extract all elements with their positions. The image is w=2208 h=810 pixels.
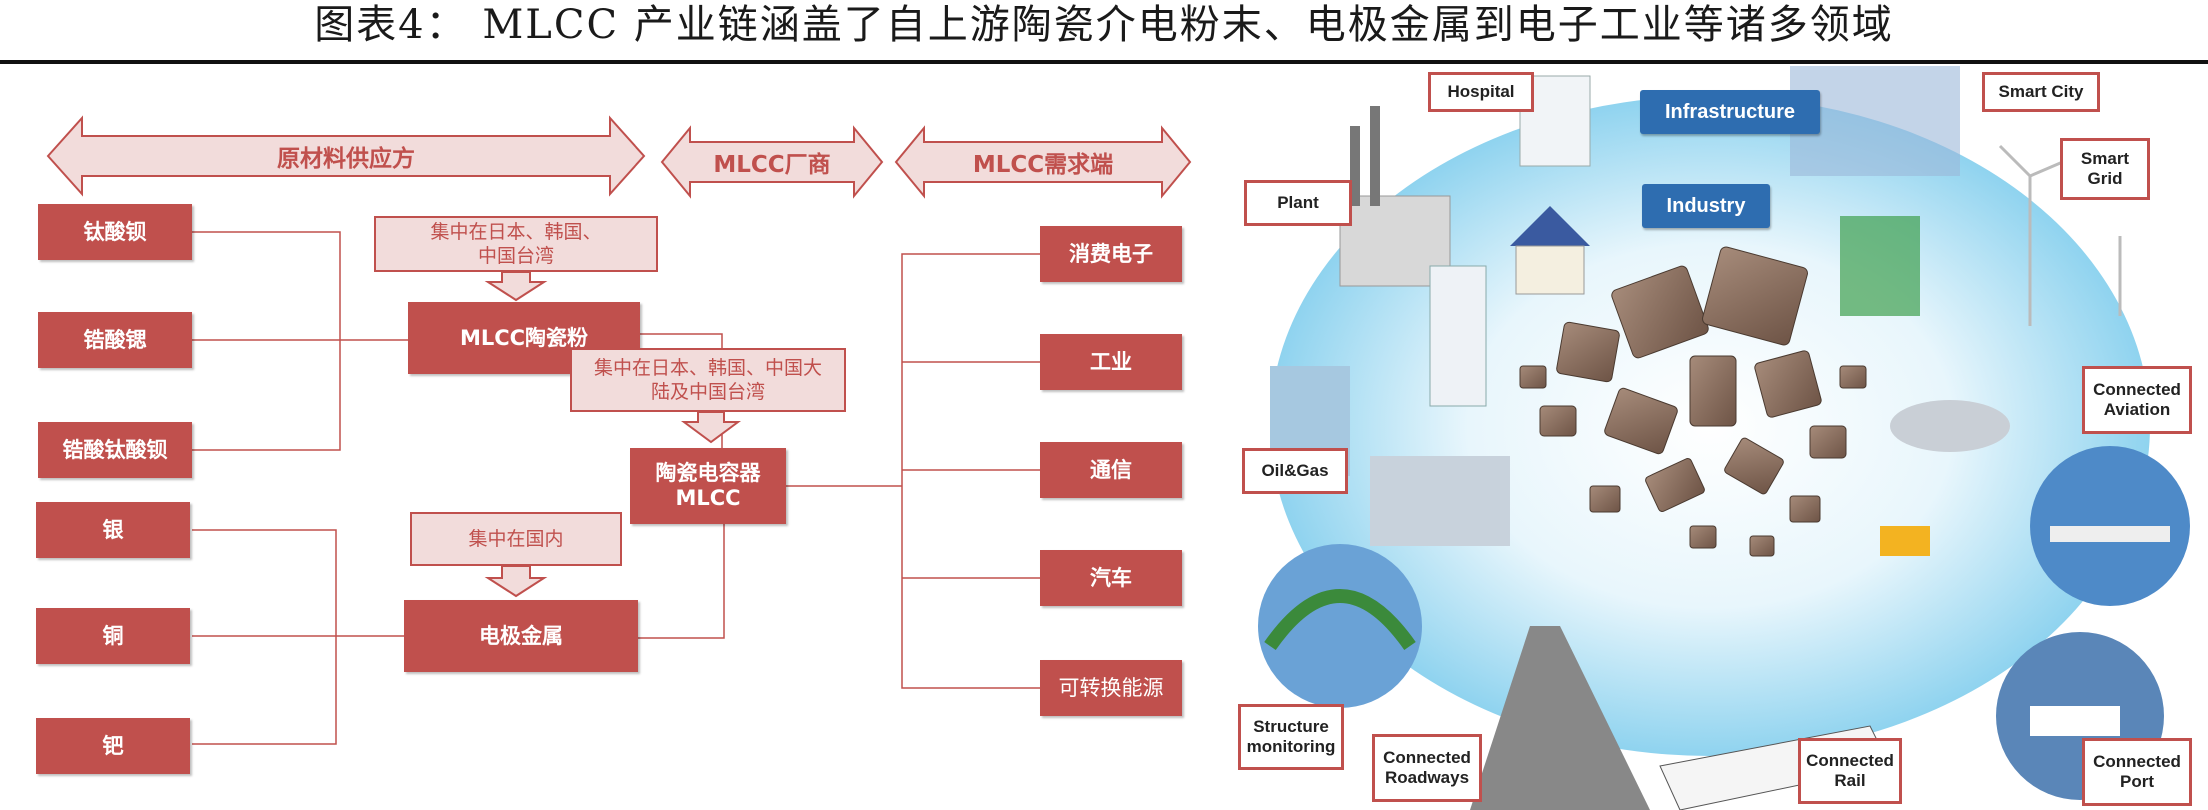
excavator-icon <box>1880 526 1930 556</box>
building-icons <box>1270 66 1960 546</box>
header-demand: MLCC需求端 <box>972 152 1114 178</box>
app-industrial: 工业 <box>1040 334 1182 390</box>
label-smart-city: Smart City <box>1982 72 2100 112</box>
box-electrode-metal: 电极金属 <box>404 600 638 672</box>
capacitor-note-arrow <box>680 411 742 444</box>
connector-lines <box>46 115 1192 745</box>
material-copper: 铜 <box>36 608 190 664</box>
app-automotive: 汽车 <box>1040 550 1182 606</box>
label-infrastructure: Infrastructure <box>1640 90 1820 134</box>
label-connected-roadways: Connected Roadways <box>1372 734 1482 802</box>
label-connected-aviation: Connected Aviation <box>2082 366 2192 434</box>
app-renewable-energy: 可转换能源 <box>1040 660 1182 716</box>
label-smart-grid: Smart Grid <box>2060 138 2150 200</box>
wind-turbine-icons <box>1998 144 2122 326</box>
app-communication: 通信 <box>1040 442 1182 498</box>
material-barium-zirconate-titanate: 锆酸钛酸钡 <box>38 422 192 478</box>
mlcc-chip-cluster <box>1519 246 1867 557</box>
note-capacitor-location: 集中在日本、韩国、中国大 陆及中国台湾 <box>570 348 846 412</box>
powder-note-arrow <box>484 271 548 302</box>
header-manufacturer: MLCC厂商 <box>713 152 831 178</box>
label-hospital: Hospital <box>1428 72 1534 112</box>
label-connected-port: Connected Port <box>2082 738 2192 806</box>
note-powder-location: 集中在日本、韩国、 中国台湾 <box>374 216 658 272</box>
material-strontium-zirconate: 锆酸锶 <box>38 312 192 368</box>
note-metal-location: 集中在国内 <box>410 512 622 566</box>
demand-arrow <box>894 125 1192 199</box>
material-silver: 银 <box>36 502 190 558</box>
header-raw-materials: 原材料供应方 <box>277 146 415 172</box>
label-plant: Plant <box>1244 180 1352 226</box>
label-structure-monitoring: Structure monitoring <box>1238 704 1344 770</box>
mlcc-application-illustration: Hospital Infrastructure Smart City Plant… <box>1230 66 2208 810</box>
page-title: 图表4： MLCC 产业链涵盖了自上游陶瓷介电粉末、电极金属到电子工业等诸多领域 <box>314 2 1894 48</box>
car-icon <box>1890 400 2010 452</box>
raw-materials-arrow <box>46 115 646 197</box>
label-oil-gas: Oil&Gas <box>1242 448 1348 494</box>
structure-scene <box>1258 544 1422 708</box>
label-connected-rail: Connected Rail <box>1798 738 1902 804</box>
label-industry: Industry <box>1642 184 1770 228</box>
manufacturer-arrow <box>660 125 884 199</box>
box-capacitor-mlcc: 陶瓷电容器 MLCC <box>630 448 786 524</box>
material-palladium: 钯 <box>36 718 190 774</box>
road-scene <box>1470 626 1650 810</box>
metal-note-arrow <box>484 565 548 598</box>
material-barium-titanate: 钛酸钡 <box>38 204 192 260</box>
industry-chain-diagram: 原材料供应方 MLCC厂商 MLCC需求端 钛酸钡 锆酸锶 锆酸钛酸钡 银 铜 … <box>0 66 1220 810</box>
title-rule <box>0 60 2208 64</box>
app-consumer-electronics: 消费电子 <box>1040 226 1182 282</box>
